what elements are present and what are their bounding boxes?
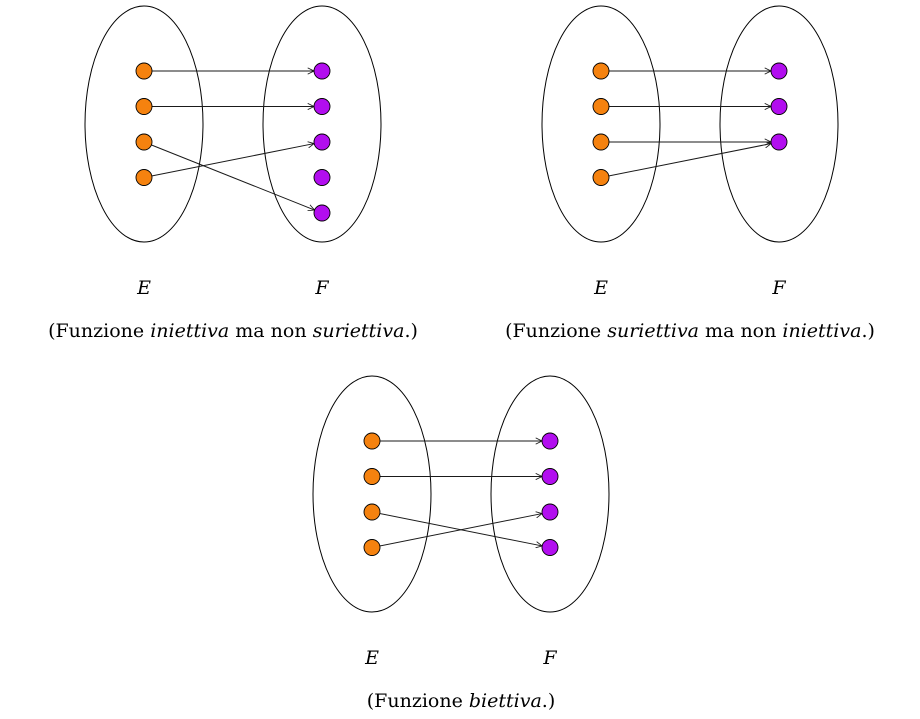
diagram-bijective: E F (Funzione biettiva.) <box>312 375 610 712</box>
caption-close: .) <box>542 690 555 712</box>
caption-term1: suriettiva <box>607 320 699 342</box>
caption-close: .) <box>861 320 874 342</box>
domain-point <box>135 98 153 115</box>
domain-point <box>592 62 610 80</box>
domain-point <box>592 169 610 186</box>
mapping-arrow <box>371 514 542 548</box>
set-e-label: E <box>593 277 608 299</box>
codomain-point <box>541 468 559 485</box>
domain-point <box>592 98 610 115</box>
set-f-ellipse <box>490 375 610 613</box>
set-e-label: E <box>364 647 379 669</box>
caption-term1: iniettiva <box>150 320 229 342</box>
mapping-arrow <box>600 144 771 178</box>
caption-mid: ma non <box>229 320 312 342</box>
caption-mid: ma non <box>699 320 782 342</box>
caption-term2: iniettiva <box>782 320 861 342</box>
set-f-ellipse <box>262 5 382 243</box>
caption-surjective: (Funzione suriettiva ma non iniettiva.) <box>505 320 875 342</box>
domain-point <box>363 432 381 450</box>
codomain-point <box>313 98 331 115</box>
caption-bijective: (Funzione biettiva.) <box>367 690 555 712</box>
mapping-arrow <box>143 141 315 210</box>
caption-open: (Funzione <box>505 320 607 342</box>
codomain-point <box>770 133 788 151</box>
arrow-group <box>371 441 542 548</box>
set-e-ellipse <box>312 375 432 613</box>
codomain-point <box>770 98 788 115</box>
codomain-points <box>313 62 331 222</box>
domain-points <box>135 62 153 186</box>
codomain-points <box>770 62 788 151</box>
set-f-label: F <box>542 647 557 669</box>
codomain-point <box>541 539 559 556</box>
domain-point <box>592 133 610 151</box>
set-e-ellipse <box>541 5 661 243</box>
codomain-point <box>313 204 331 222</box>
arrow-group <box>600 71 771 178</box>
set-f-ellipse <box>719 5 839 243</box>
caption-open: (Funzione <box>367 690 469 712</box>
codomain-point <box>313 133 331 151</box>
diagram-injective: E F (Funzione iniettiva ma non suriettiv… <box>48 5 418 342</box>
codomain-point <box>770 62 788 80</box>
codomain-point <box>313 62 331 80</box>
mapping-arrow <box>371 511 542 546</box>
caption-term1: biettiva <box>469 690 542 712</box>
caption-close: .) <box>404 320 417 342</box>
codomain-points <box>541 432 559 556</box>
domain-points <box>592 62 610 186</box>
diagram-surjective: E F (Funzione suriettiva ma non iniettiv… <box>505 5 875 342</box>
arrow-group <box>143 71 315 210</box>
domain-point <box>363 539 381 556</box>
set-f-label: F <box>771 277 786 299</box>
mapping-arrow <box>143 144 314 178</box>
codomain-point <box>541 432 559 450</box>
caption-injective: (Funzione iniettiva ma non suriettiva.) <box>48 320 418 342</box>
domain-points <box>363 432 381 556</box>
domain-point <box>135 169 153 186</box>
set-e-ellipse <box>84 5 204 243</box>
domain-point <box>363 468 381 485</box>
caption-term2: suriettiva <box>313 320 405 342</box>
domain-point <box>135 62 153 80</box>
set-e-label: E <box>136 277 151 299</box>
caption-open: (Funzione <box>48 320 150 342</box>
codomain-point <box>313 169 331 186</box>
codomain-point <box>541 503 559 521</box>
domain-point <box>135 133 153 151</box>
domain-point <box>363 503 381 521</box>
set-f-label: F <box>314 277 329 299</box>
